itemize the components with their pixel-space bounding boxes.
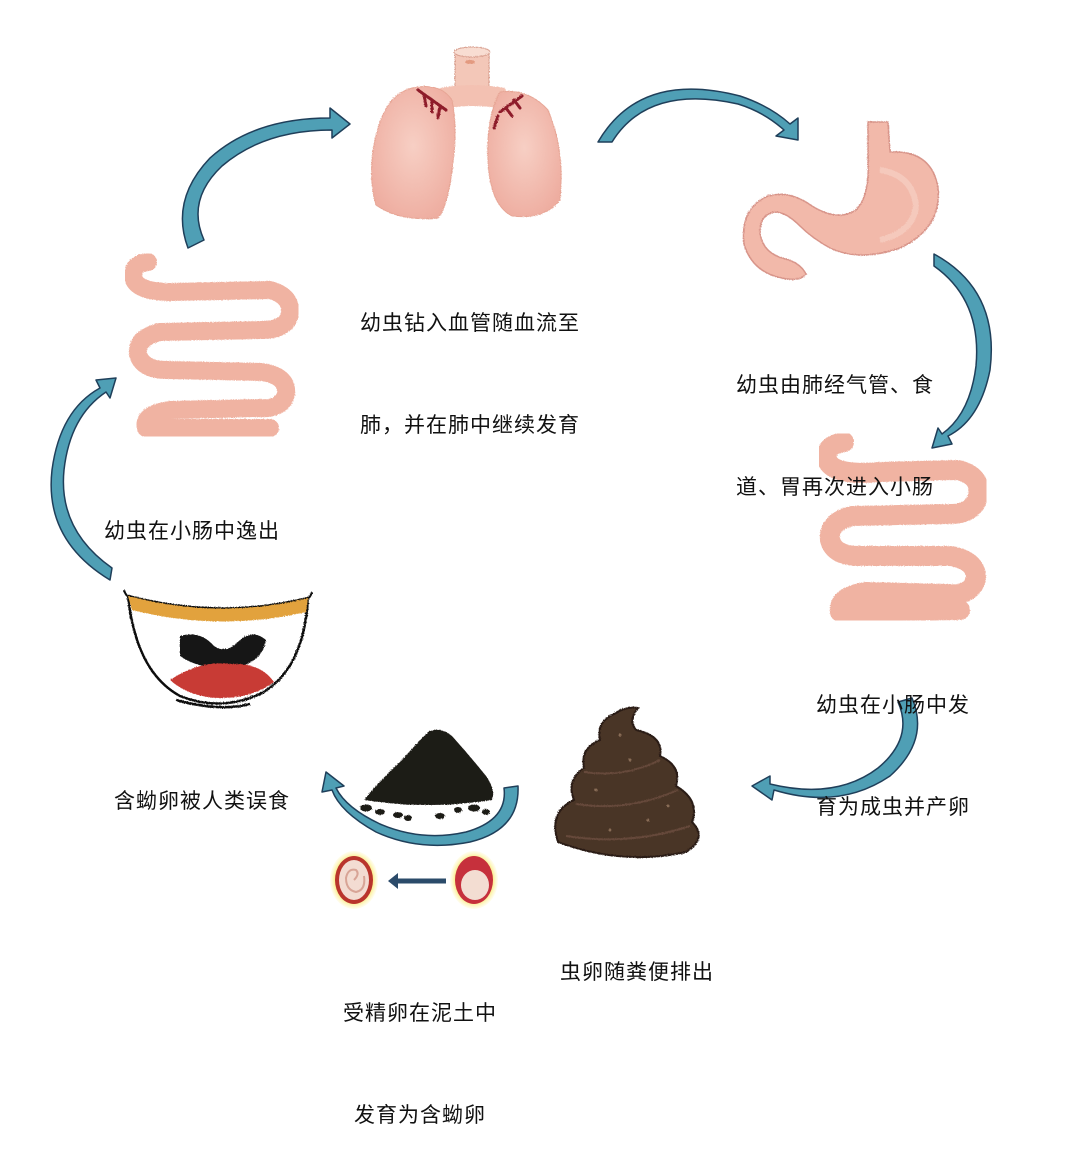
ascaris-life-cycle-diagram bbox=[50, 46, 993, 909]
label-line: 含蚴卵被人类误食 bbox=[114, 789, 290, 813]
mouth-illustration bbox=[123, 589, 313, 709]
arrow-feces-to-soil bbox=[321, 771, 519, 847]
stage-label-intestine-adult: 幼虫在小肠中发 育为成虫并产卵 bbox=[816, 620, 1056, 858]
label-line: 幼虫钻入血管随血流至 bbox=[360, 311, 580, 335]
stage-label-intestine-hatch: 幼虫在小肠中逸出 bbox=[104, 446, 344, 582]
small-arrow bbox=[388, 873, 446, 889]
label-line: 幼虫在小肠中发 bbox=[816, 693, 970, 717]
label-line: 虫卵随粪便排出 bbox=[560, 960, 714, 984]
label-line: 育为成虫并产卵 bbox=[816, 795, 970, 819]
fertilized-egg-illustration bbox=[450, 851, 498, 909]
small-intestine-illustration-right bbox=[816, 432, 989, 622]
stage-label-soil: 受精卵在泥土中 发育为含蚴卵 bbox=[300, 928, 540, 1166]
label-line: 发育为含蚴卵 bbox=[354, 1103, 486, 1127]
arrow-lungs-to-stomach bbox=[597, 88, 799, 143]
stage-label-stomach: 幼虫由肺经气管、食 道、胃再次进入小肠 bbox=[736, 300, 1016, 538]
bronchi-detail bbox=[416, 88, 524, 130]
soil-and-eggs-illustration bbox=[360, 729, 494, 821]
lungs-illustration bbox=[370, 46, 562, 220]
label-line: 幼虫在小肠中逸出 bbox=[104, 519, 280, 543]
arrow-intestine-to-lungs bbox=[181, 107, 351, 249]
label-line: 肺，并在肺中继续发育 bbox=[360, 413, 580, 437]
label-line: 道、胃再次进入小肠 bbox=[736, 475, 934, 499]
small-intestine-illustration-left bbox=[124, 253, 300, 437]
stage-label-feces: 虫卵随粪便排出 bbox=[560, 887, 780, 1023]
label-line: 幼虫由肺经气管、食 bbox=[736, 373, 934, 397]
arrow-stomach-to-intestine bbox=[931, 253, 993, 449]
arrow-intestine-to-feces bbox=[751, 697, 919, 801]
stomach-illustration bbox=[742, 121, 940, 281]
embryonated-egg-illustration bbox=[330, 851, 378, 909]
arrow-mouth-to-intestine bbox=[50, 377, 117, 581]
cycle-arrows bbox=[50, 88, 993, 847]
feces-illustration bbox=[554, 706, 700, 859]
stage-label-mouth: 含蚴卵被人类误食 bbox=[114, 716, 354, 852]
stage-label-lungs: 幼虫钻入血管随血流至 肺，并在肺中继续发育 bbox=[330, 238, 610, 476]
label-line: 受精卵在泥土中 bbox=[343, 1001, 497, 1025]
